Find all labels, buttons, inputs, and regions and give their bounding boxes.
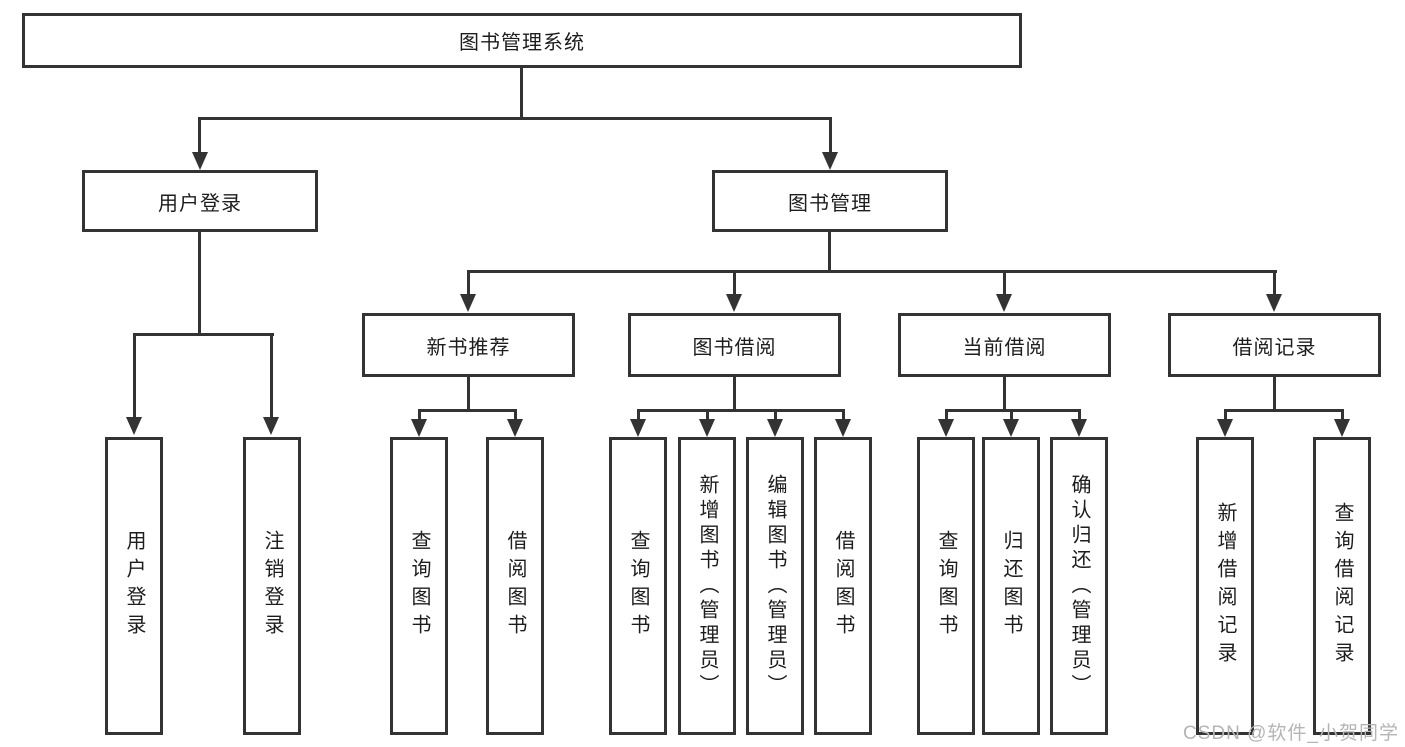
node-new-book-recommend: 新书推荐 <box>362 313 575 377</box>
node-br-query-record-label: 查询借阅记录 <box>1331 502 1353 670</box>
node-cb-confirm-return-admin: 确认归还（管理员） <box>1050 437 1108 735</box>
node-current-borrowing-label: 当前借阅 <box>962 336 1047 359</box>
connector-arrow <box>1003 419 1019 437</box>
node-current-borrowing: 当前借阅 <box>898 313 1111 377</box>
connector-arrow <box>126 417 142 435</box>
connector-line <box>1273 377 1276 411</box>
node-user-login-action-label: 用户登录 <box>123 530 145 642</box>
node-bb-query-books-label: 查询图书 <box>627 530 649 642</box>
node-nbr-borrow-books-label: 借阅图书 <box>504 530 526 642</box>
node-cb-query-books-label: 查询图书 <box>935 530 957 642</box>
connector-line <box>1010 409 1013 421</box>
connector-arrow <box>1334 419 1350 437</box>
connector-line <box>829 117 832 154</box>
node-bb-borrow-books-label: 借阅图书 <box>832 530 854 642</box>
connector-arrow <box>767 419 783 437</box>
node-cb-query-books: 查询图书 <box>917 437 975 735</box>
connector-line <box>733 377 736 411</box>
connector-arrow <box>507 419 523 437</box>
connector-line <box>945 409 1081 412</box>
node-nbr-borrow-books: 借阅图书 <box>486 437 544 735</box>
connector-arrow <box>411 419 427 437</box>
connector-line <box>520 66 523 119</box>
node-nbr-query-books: 查询图书 <box>390 437 448 735</box>
connector-line <box>467 270 470 295</box>
connector-arrow <box>835 419 851 437</box>
connector-line <box>133 333 274 336</box>
connector-line <box>198 117 832 120</box>
connector-line <box>637 409 640 421</box>
node-bb-edit-books-admin: 编辑图书（管理员） <box>746 437 804 735</box>
node-br-query-record: 查询借阅记录 <box>1313 437 1371 735</box>
connector-arrow <box>1071 419 1087 437</box>
connector-line <box>270 333 273 417</box>
node-bb-query-books: 查询图书 <box>609 437 667 735</box>
node-nbr-query-books-label: 查询图书 <box>408 530 430 642</box>
connector-line <box>733 270 736 295</box>
connector-line <box>842 409 845 421</box>
connector-arrow <box>630 419 646 437</box>
connector-arrow <box>699 419 715 437</box>
connector-line <box>1003 377 1006 411</box>
connector-line <box>706 409 709 421</box>
connector-arrow <box>263 417 279 435</box>
connector-line <box>945 409 948 421</box>
connector-arrow <box>1217 419 1233 437</box>
node-bb-borrow-books: 借阅图书 <box>814 437 872 735</box>
node-bb-add-books-admin-label: 新增图书（管理员） <box>696 473 718 699</box>
connector-line <box>133 333 136 417</box>
connector-line <box>1224 409 1227 421</box>
node-book-borrowing-label: 图书借阅 <box>692 336 777 359</box>
node-root: 图书管理系统 <box>22 13 1022 68</box>
connector-arrow <box>996 294 1012 312</box>
node-cb-return-books: 归还图书 <box>982 437 1040 735</box>
connector-line <box>418 409 517 412</box>
node-bb-edit-books-admin-label: 编辑图书（管理员） <box>764 473 786 699</box>
connector-line <box>637 409 845 412</box>
node-root-label: 图书管理系统 <box>459 32 585 54</box>
node-borrowing-records-label: 借阅记录 <box>1232 336 1317 359</box>
connector-line <box>1078 409 1081 421</box>
connector-line <box>467 377 470 411</box>
node-bb-add-books-admin: 新增图书（管理员） <box>678 437 736 735</box>
node-new-book-recommend-label: 新书推荐 <box>426 336 511 359</box>
connector-line <box>828 232 831 272</box>
connector-line <box>1003 270 1006 295</box>
connector-line <box>1273 270 1276 295</box>
connector-line <box>198 232 201 335</box>
connector-line <box>774 409 777 421</box>
node-logout-label: 注销登录 <box>261 530 283 642</box>
connector-arrow <box>460 294 476 312</box>
connector-line <box>418 409 421 421</box>
node-book-borrowing: 图书借阅 <box>628 313 841 377</box>
node-user-login: 用户登录 <box>82 170 318 232</box>
node-user-login-label: 用户登录 <box>158 192 242 215</box>
connector-line <box>514 409 517 421</box>
node-br-add-record-label: 新增借阅记录 <box>1214 502 1236 670</box>
connector-line <box>467 270 1277 273</box>
connector-line <box>1341 409 1344 421</box>
connector-line <box>1224 409 1344 412</box>
node-borrowing-records: 借阅记录 <box>1168 313 1381 377</box>
connector-arrow <box>822 152 838 170</box>
node-br-add-record: 新增借阅记录 <box>1196 437 1254 735</box>
connector-arrow <box>192 152 208 170</box>
watermark: CSDN @软件_小贺同学 <box>1183 723 1399 744</box>
node-book-management: 图书管理 <box>712 170 948 232</box>
node-cb-return-books-label: 归还图书 <box>1000 530 1022 642</box>
connector-arrow <box>938 419 954 437</box>
node-cb-confirm-return-admin-label: 确认归还（管理员） <box>1068 473 1090 699</box>
connector-line <box>198 117 201 154</box>
connector-arrow <box>726 294 742 312</box>
node-user-login-action: 用户登录 <box>105 437 163 735</box>
connector-arrow <box>1266 294 1282 312</box>
node-book-management-label: 图书管理 <box>788 192 872 215</box>
node-logout: 注销登录 <box>243 437 301 735</box>
